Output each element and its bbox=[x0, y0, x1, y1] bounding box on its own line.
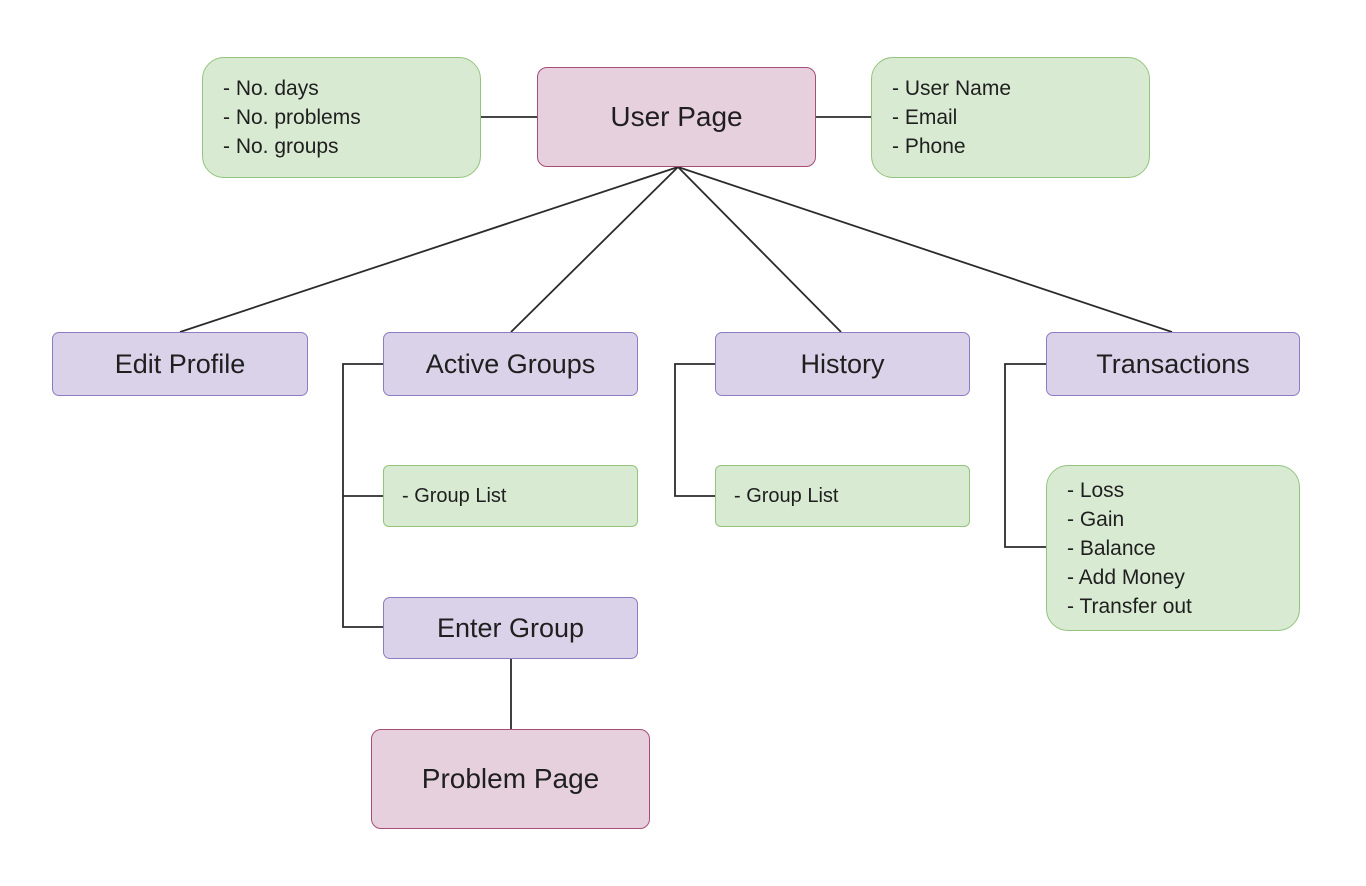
connector-user-page-to-edit-profile bbox=[179, 166, 679, 333]
problem-page-node: Problem Page bbox=[371, 729, 650, 829]
user-page-node: User Page bbox=[537, 67, 816, 167]
connector-user-page-to-active-groups bbox=[510, 166, 679, 333]
connector-user-page-to-transactions bbox=[677, 166, 1173, 333]
enter-group-label: Enter Group bbox=[436, 612, 585, 643]
list-item: - Gain bbox=[1067, 507, 1125, 531]
list-item: - Group List bbox=[402, 484, 507, 507]
history-label: History bbox=[800, 348, 885, 379]
history-group-list-box: - Group List bbox=[715, 465, 970, 527]
list-item: - Transfer out bbox=[1067, 594, 1192, 618]
edit-profile-label: Edit Profile bbox=[114, 348, 246, 379]
connector-history-to-group-list bbox=[674, 363, 715, 497]
list-item: - Group List bbox=[734, 484, 839, 507]
user-info-list: - User Name - Email - Phone bbox=[892, 74, 1011, 161]
user-info-box: - User Name - Email - Phone bbox=[871, 57, 1150, 178]
list-item: - User Name bbox=[892, 77, 1012, 100]
enter-group-node: Enter Group bbox=[383, 597, 638, 659]
user-stats-box: - No. days - No. problems - No. groups bbox=[202, 57, 481, 178]
connector-user-page-to-history bbox=[677, 166, 842, 333]
list-item: - No. groups bbox=[223, 135, 339, 158]
list-item: - No. days bbox=[223, 77, 319, 100]
history-group-list: - Group List bbox=[734, 482, 838, 511]
transactions-node: Transactions bbox=[1046, 332, 1300, 396]
transaction-items-list: - Loss - Gain - Balance - Add Money - Transf… bbox=[1067, 476, 1192, 621]
history-node: History bbox=[715, 332, 970, 396]
list-item: - Balance bbox=[1067, 536, 1156, 560]
connector-transactions-to-items bbox=[1004, 363, 1046, 548]
list-item: - Email bbox=[892, 106, 958, 129]
active-group-list: - Group List bbox=[402, 482, 506, 511]
list-item: - Loss bbox=[1067, 478, 1125, 502]
user-page-label: User Page bbox=[610, 101, 743, 132]
active-groups-label: Active Groups bbox=[425, 348, 596, 379]
active-groups-node: Active Groups bbox=[383, 332, 638, 396]
list-item: - Phone bbox=[892, 135, 966, 158]
transaction-items-box: - Loss - Gain - Balance - Add Money - Transf… bbox=[1046, 465, 1300, 631]
transactions-label: Transactions bbox=[1096, 348, 1250, 379]
list-item: - No. problems bbox=[223, 106, 361, 129]
problem-page-label: Problem Page bbox=[421, 763, 600, 794]
active-group-list-box: - Group List bbox=[383, 465, 638, 527]
list-item: - Add Money bbox=[1067, 565, 1185, 589]
user-stats-list: - No. days - No. problems - No. groups bbox=[223, 74, 361, 161]
edit-profile-node: Edit Profile bbox=[52, 332, 308, 396]
